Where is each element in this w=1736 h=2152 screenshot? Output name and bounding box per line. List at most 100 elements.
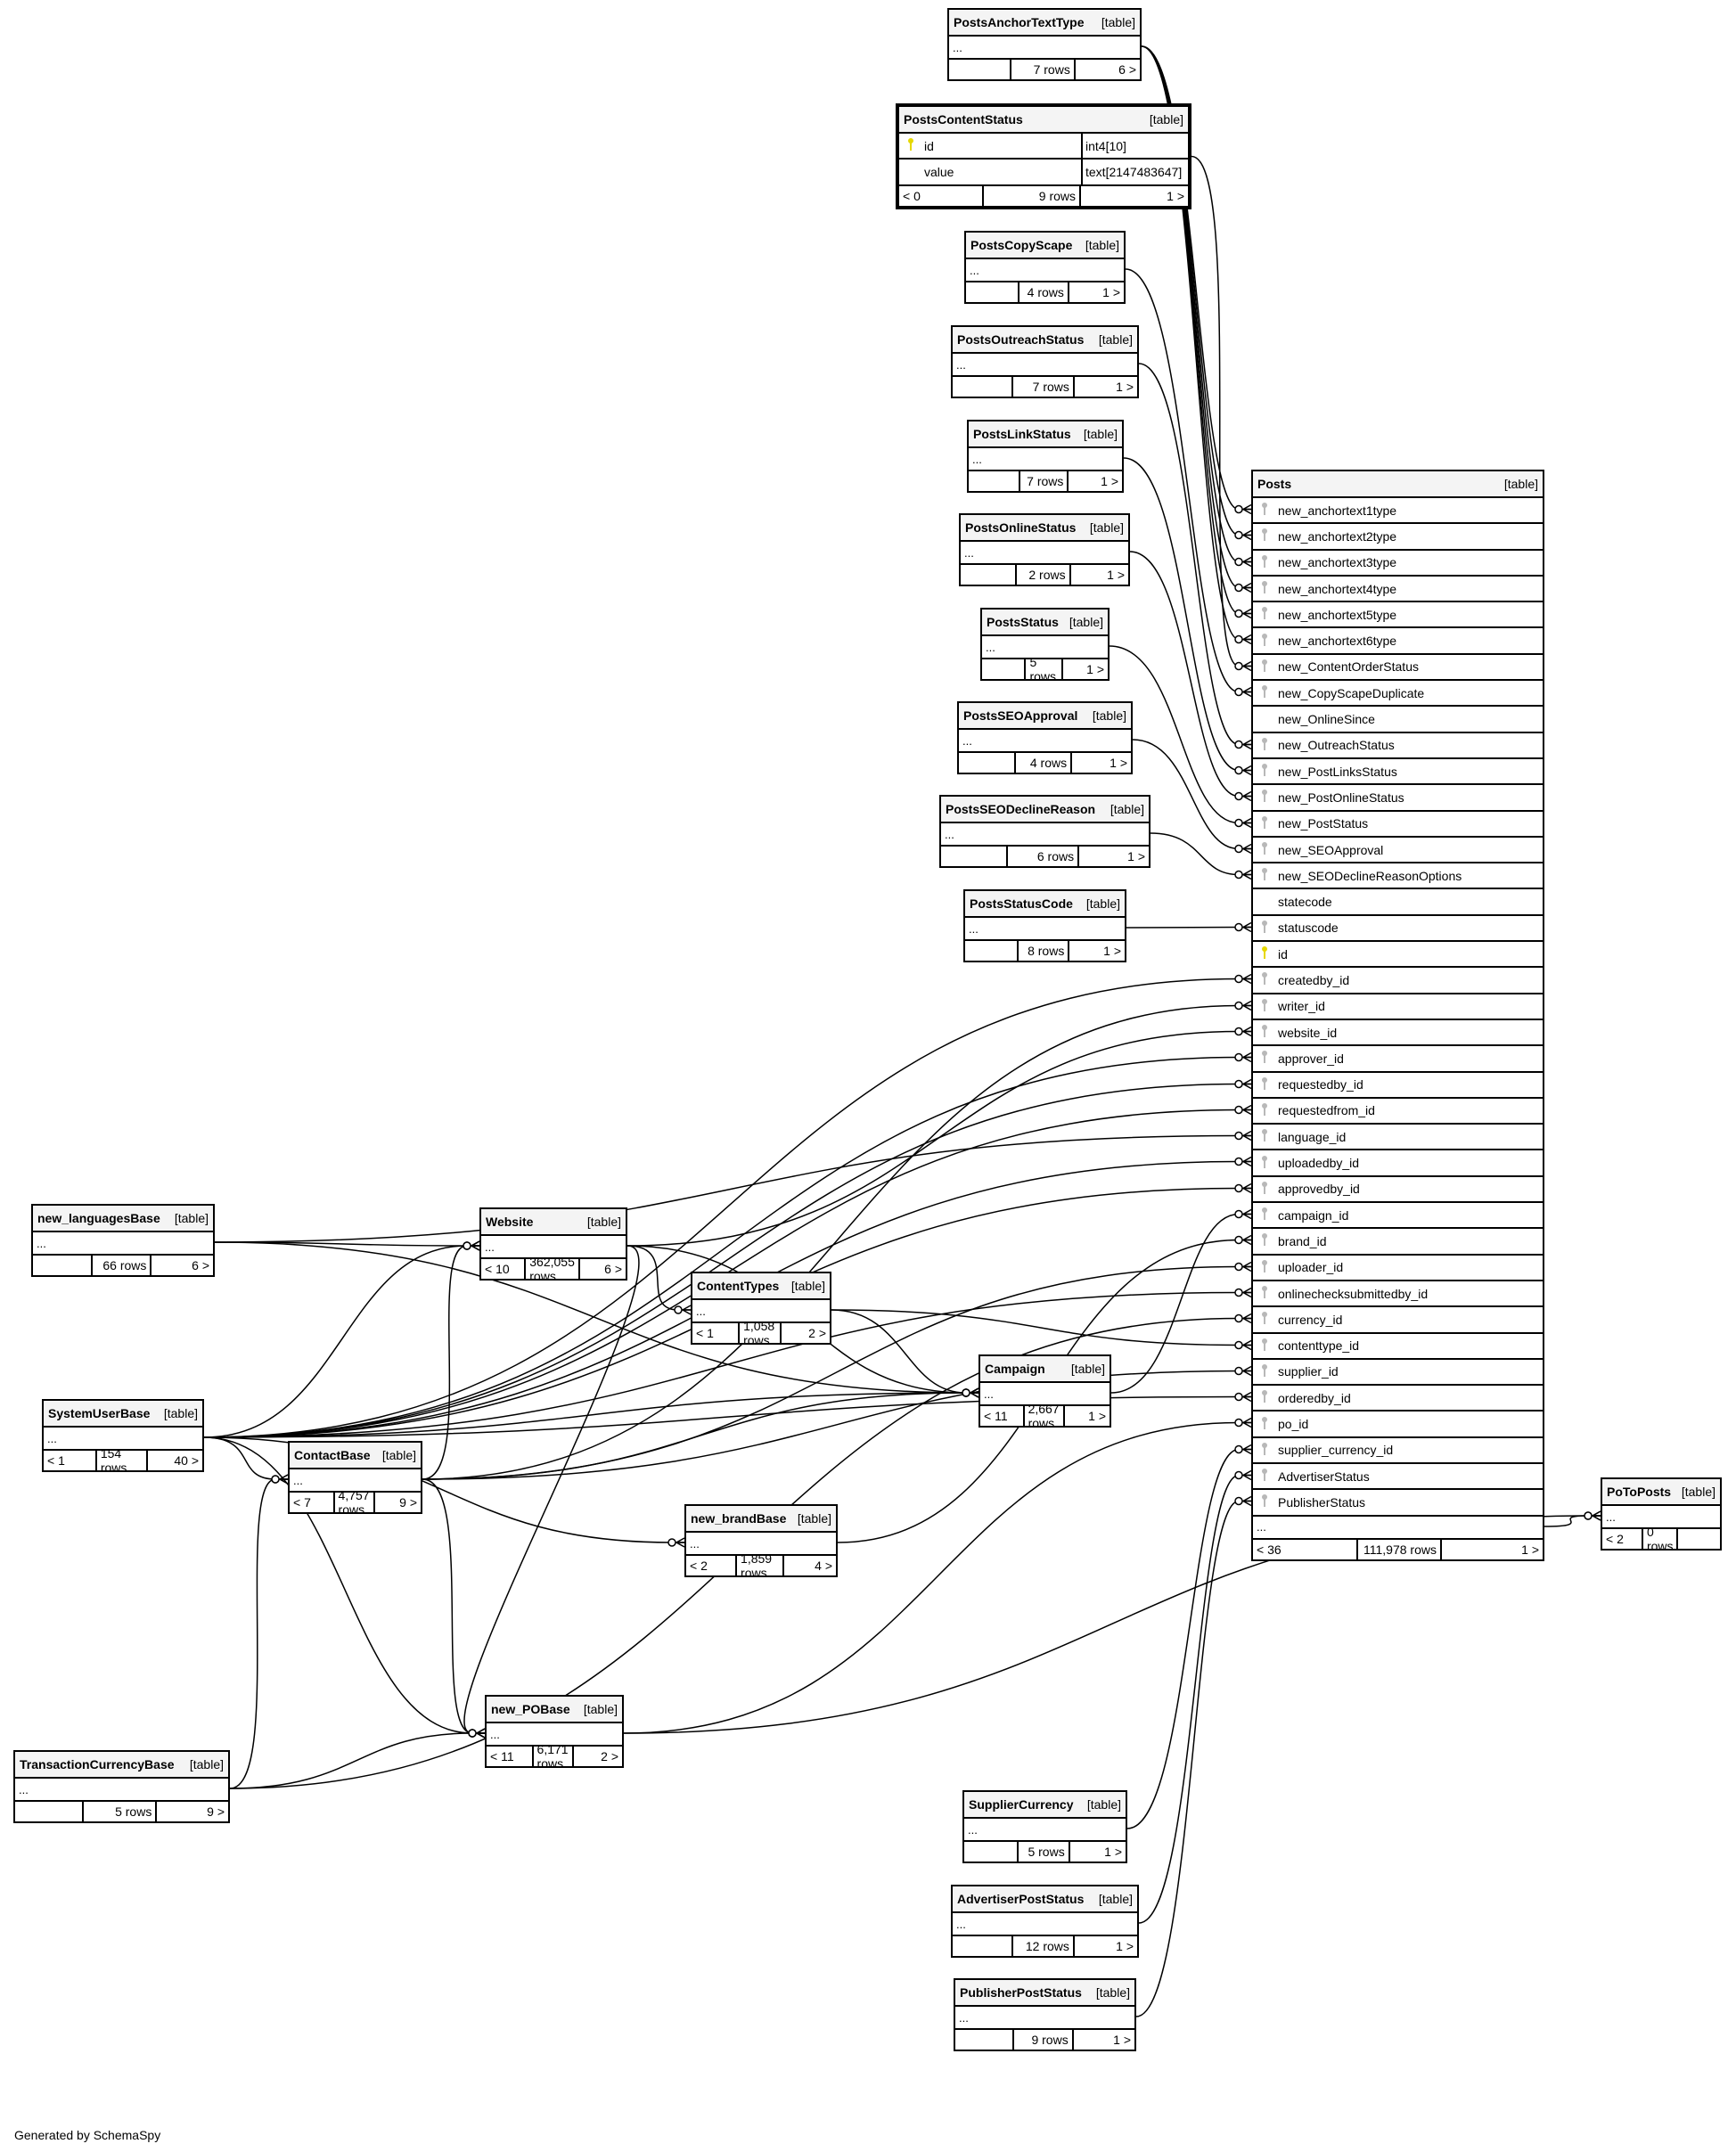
parent-count[interactable]: < 0 bbox=[899, 185, 984, 206]
table-name[interactable]: Posts bbox=[1257, 477, 1292, 491]
parent-count[interactable] bbox=[964, 1842, 1019, 1862]
column-name[interactable]: new_OnlineSince bbox=[1278, 712, 1375, 727]
table-name[interactable]: PostsSEOApproval bbox=[963, 708, 1078, 723]
table-name[interactable]: PostsOutreachStatus bbox=[957, 332, 1085, 347]
column-name[interactable]: new_ContentOrderStatus bbox=[1278, 659, 1419, 675]
child-count[interactable]: 6 > bbox=[604, 1262, 622, 1276]
table-header[interactable]: ContentTypes[table] bbox=[692, 1273, 830, 1300]
child-count[interactable]: 1 > bbox=[1102, 285, 1120, 299]
table-name[interactable]: PoToPosts bbox=[1607, 1485, 1672, 1499]
table-header[interactable]: SystemUserBase[table] bbox=[44, 1401, 202, 1428]
column-name[interactable]: approver_id bbox=[1278, 1051, 1344, 1066]
column-row[interactable]: uploadedby_id bbox=[1253, 1150, 1543, 1177]
column-row[interactable]: new_SEOApproval bbox=[1253, 838, 1543, 864]
column-name[interactable]: new_anchortext1type bbox=[1278, 503, 1397, 518]
parent-count[interactable] bbox=[33, 1256, 93, 1275]
child-count[interactable]: 1 > bbox=[1103, 944, 1121, 958]
parent-count[interactable] bbox=[959, 753, 1017, 773]
column-name[interactable]: currency_id bbox=[1278, 1312, 1343, 1327]
table-header[interactable]: PublisherPostStatus[table] bbox=[955, 1980, 1134, 2007]
column-row[interactable]: uploader_id bbox=[1253, 1256, 1543, 1281]
column-row[interactable]: contenttype_id bbox=[1253, 1334, 1543, 1360]
table-name[interactable]: PostsAnchorTextType bbox=[954, 15, 1085, 29]
table-header[interactable]: SupplierCurrency[table] bbox=[964, 1792, 1126, 1819]
column-row[interactable]: new_anchortext2type bbox=[1253, 524, 1543, 551]
column-name[interactable]: campaign_id bbox=[1278, 1207, 1349, 1223]
column-name[interactable]: id bbox=[924, 138, 934, 153]
column-name[interactable]: PublisherStatus bbox=[1278, 1494, 1366, 1510]
column-row[interactable]: new_anchortext1type bbox=[1253, 498, 1543, 525]
child-count[interactable]: 1 > bbox=[1110, 756, 1127, 770]
column-row[interactable]: AdvertiserStatus bbox=[1253, 1464, 1543, 1491]
column-name[interactable]: language_id bbox=[1278, 1129, 1347, 1144]
column-row[interactable]: new_PostStatus bbox=[1253, 812, 1543, 838]
table-name[interactable]: SystemUserBase bbox=[48, 1406, 151, 1420]
table-name[interactable]: PostsStatusCode bbox=[970, 896, 1073, 911]
column-name[interactable]: requestedfrom_id bbox=[1278, 1103, 1375, 1118]
table-header[interactable]: new_languagesBase[table] bbox=[33, 1206, 213, 1232]
child-count[interactable]: 1 > bbox=[1101, 474, 1118, 488]
column-name[interactable]: AdvertiserStatus bbox=[1278, 1469, 1370, 1484]
table-header[interactable]: AdvertiserPostStatus[table] bbox=[953, 1886, 1137, 1913]
parent-count[interactable] bbox=[961, 565, 1017, 585]
table-header[interactable]: PostsContentStatus[table] bbox=[899, 107, 1188, 134]
child-count[interactable]: 4 > bbox=[815, 1559, 832, 1573]
column-row[interactable]: new_CopyScapeDuplicate bbox=[1253, 681, 1543, 708]
child-count[interactable]: 1 > bbox=[1107, 568, 1125, 582]
column-name[interactable]: onlinechecksubmittedby_id bbox=[1278, 1286, 1429, 1301]
column-row[interactable]: campaign_id bbox=[1253, 1203, 1543, 1230]
column-name[interactable]: statecode bbox=[1278, 895, 1332, 910]
table-name[interactable]: ContentTypes bbox=[697, 1279, 780, 1293]
column-row[interactable]: approver_id bbox=[1253, 1046, 1543, 1073]
column-name[interactable]: statuscode bbox=[1278, 921, 1339, 936]
child-count[interactable]: 1 > bbox=[1127, 849, 1145, 863]
child-count[interactable]: 1 > bbox=[1104, 1845, 1122, 1859]
child-count[interactable]: 6 > bbox=[192, 1258, 209, 1272]
column-name[interactable]: new_SEODeclineReasonOptions bbox=[1278, 868, 1462, 883]
column-name[interactable]: new_CopyScapeDuplicate bbox=[1278, 685, 1425, 700]
parent-count[interactable]: < 36 bbox=[1253, 1539, 1358, 1559]
parent-count[interactable]: < 7 bbox=[290, 1493, 335, 1512]
table-header[interactable]: PostsLinkStatus[table] bbox=[969, 421, 1122, 448]
table-name[interactable]: PostsOnlineStatus bbox=[965, 520, 1077, 535]
column-name[interactable]: value bbox=[924, 164, 954, 179]
column-name[interactable]: new_SEOApproval bbox=[1278, 842, 1384, 857]
column-row[interactable]: new_OnlineSince bbox=[1253, 707, 1543, 733]
column-name[interactable]: new_anchortext6type bbox=[1278, 634, 1397, 649]
parent-count[interactable] bbox=[969, 471, 1021, 491]
column-row[interactable]: po_id bbox=[1253, 1411, 1543, 1438]
column-name[interactable]: writer_id bbox=[1278, 999, 1325, 1014]
table-header[interactable]: PostsStatus[table] bbox=[982, 610, 1108, 636]
column-name[interactable]: new_anchortext4type bbox=[1278, 581, 1397, 596]
column-name[interactable]: new_anchortext5type bbox=[1278, 607, 1397, 622]
column-name[interactable]: createdby_id bbox=[1278, 972, 1350, 987]
child-count[interactable]: 2 > bbox=[601, 1749, 618, 1763]
parent-count[interactable] bbox=[15, 1802, 84, 1821]
table-header[interactable]: TransactionCurrencyBase[table] bbox=[15, 1752, 228, 1779]
column-row[interactable]: language_id bbox=[1253, 1125, 1543, 1151]
parent-count[interactable]: < 11 bbox=[487, 1747, 534, 1766]
table-header[interactable]: PostsCopyScape[table] bbox=[966, 233, 1124, 259]
column-row[interactable]: new_anchortext5type bbox=[1253, 602, 1543, 629]
column-row[interactable]: new_PostLinksStatus bbox=[1253, 759, 1543, 786]
table-header[interactable]: Campaign[table] bbox=[980, 1356, 1110, 1383]
column-row[interactable]: statuscode bbox=[1253, 916, 1543, 943]
column-name[interactable]: uploader_id bbox=[1278, 1260, 1344, 1275]
column-name[interactable]: website_id bbox=[1278, 1025, 1338, 1040]
parent-count[interactable] bbox=[949, 60, 1011, 79]
table-name[interactable]: Website bbox=[486, 1215, 534, 1229]
column-row[interactable]: supplier_id bbox=[1253, 1360, 1543, 1387]
parent-count[interactable]: < 2 bbox=[686, 1556, 738, 1575]
